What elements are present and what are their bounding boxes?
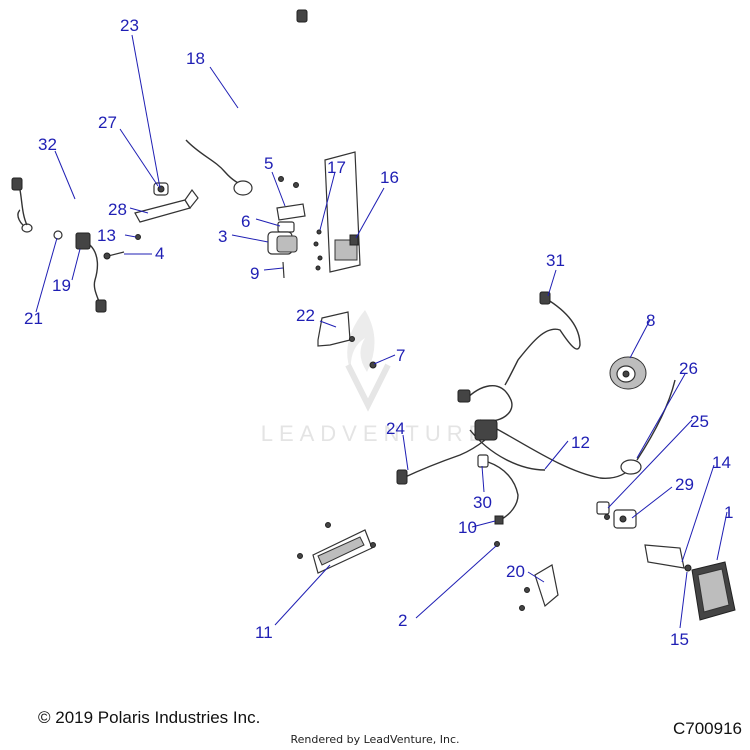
callout-16: 16: [380, 168, 399, 187]
part-3-relay: [267, 231, 298, 255]
harness-24: [396, 439, 486, 485]
callout-9: 9: [250, 264, 259, 283]
part-9-screw: [282, 261, 285, 279]
callout-17: 17: [327, 158, 346, 177]
callout-21: 21: [24, 309, 43, 328]
callout-6: 6: [241, 212, 250, 231]
callout-labels: 1 2 3 4 5 6 7 8 9 10 11 12 13 14 15 16 1…: [24, 16, 733, 649]
callout-30: 30: [473, 493, 492, 512]
callout-19: 19: [52, 276, 71, 295]
callout-12: 12: [571, 433, 590, 452]
callout-5: 5: [264, 154, 273, 173]
callout-11: 11: [255, 623, 273, 642]
part-15-screw: [684, 564, 692, 572]
part-26-grommet: [620, 379, 676, 475]
part-28-bracket: [134, 188, 199, 223]
callout-26: 26: [679, 359, 698, 378]
rendered-by-text: Rendered by LeadVenture, Inc.: [290, 733, 460, 746]
part-27-clip: [153, 182, 169, 196]
callout-29: 29: [675, 475, 694, 494]
callout-13: 13: [97, 226, 116, 245]
callout-15: 15: [670, 630, 689, 649]
part-8-horn: [609, 356, 647, 390]
main-harness-18: [11, 9, 313, 233]
part-30-connector: [477, 454, 519, 521]
callout-22: 22: [296, 306, 315, 325]
callout-3: 3: [218, 227, 227, 246]
callout-14: 14: [712, 453, 731, 472]
callout-8: 8: [646, 311, 655, 330]
part-13-screw: [135, 234, 141, 240]
callout-32: 32: [38, 135, 57, 154]
copyright-text: © 2019 Polaris Industries Inc.: [38, 708, 261, 727]
watermark-text: LEADVENTURE: [261, 421, 490, 446]
callout-7: 7: [396, 346, 405, 365]
part-11-fuse-block: [297, 522, 376, 574]
part-17-screws: [313, 229, 323, 271]
harness-31: [504, 291, 581, 386]
callout-2: 2: [398, 611, 407, 630]
part-1-regulator: [691, 561, 736, 621]
part-22-bracket: [317, 311, 355, 347]
callout-31: 31: [546, 251, 565, 270]
part-19-sensor-harness: [75, 232, 107, 313]
callout-25: 25: [690, 412, 709, 431]
watermark: LEADVENTURE: [261, 310, 490, 446]
part-29-connector: [613, 509, 637, 529]
part-6-clip: [277, 221, 295, 233]
callout-24: 24: [386, 419, 405, 438]
part-20-bracket: [519, 564, 559, 611]
part-5-bracket: [276, 176, 306, 221]
callout-4: 4: [155, 244, 164, 263]
callout-10: 10: [458, 518, 477, 537]
leader-lines: [35, 34, 728, 629]
callout-20: 20: [506, 562, 525, 581]
callout-27: 27: [98, 113, 117, 132]
part-21-grommet: [53, 230, 63, 240]
part-16-ecu: [324, 151, 361, 273]
part-2-screw: [494, 541, 500, 547]
callout-1: 1: [724, 503, 733, 522]
part-25-clip: [596, 501, 610, 520]
diagram-id: C700916: [672, 719, 742, 738]
part-7-bolt: [369, 361, 377, 369]
callout-28: 28: [108, 200, 127, 219]
callout-23: 23: [120, 16, 139, 35]
part-14-bracket: [644, 544, 685, 569]
part-10-clip: [494, 515, 504, 525]
part-4-bolt: [103, 251, 125, 260]
callout-18: 18: [186, 49, 205, 68]
